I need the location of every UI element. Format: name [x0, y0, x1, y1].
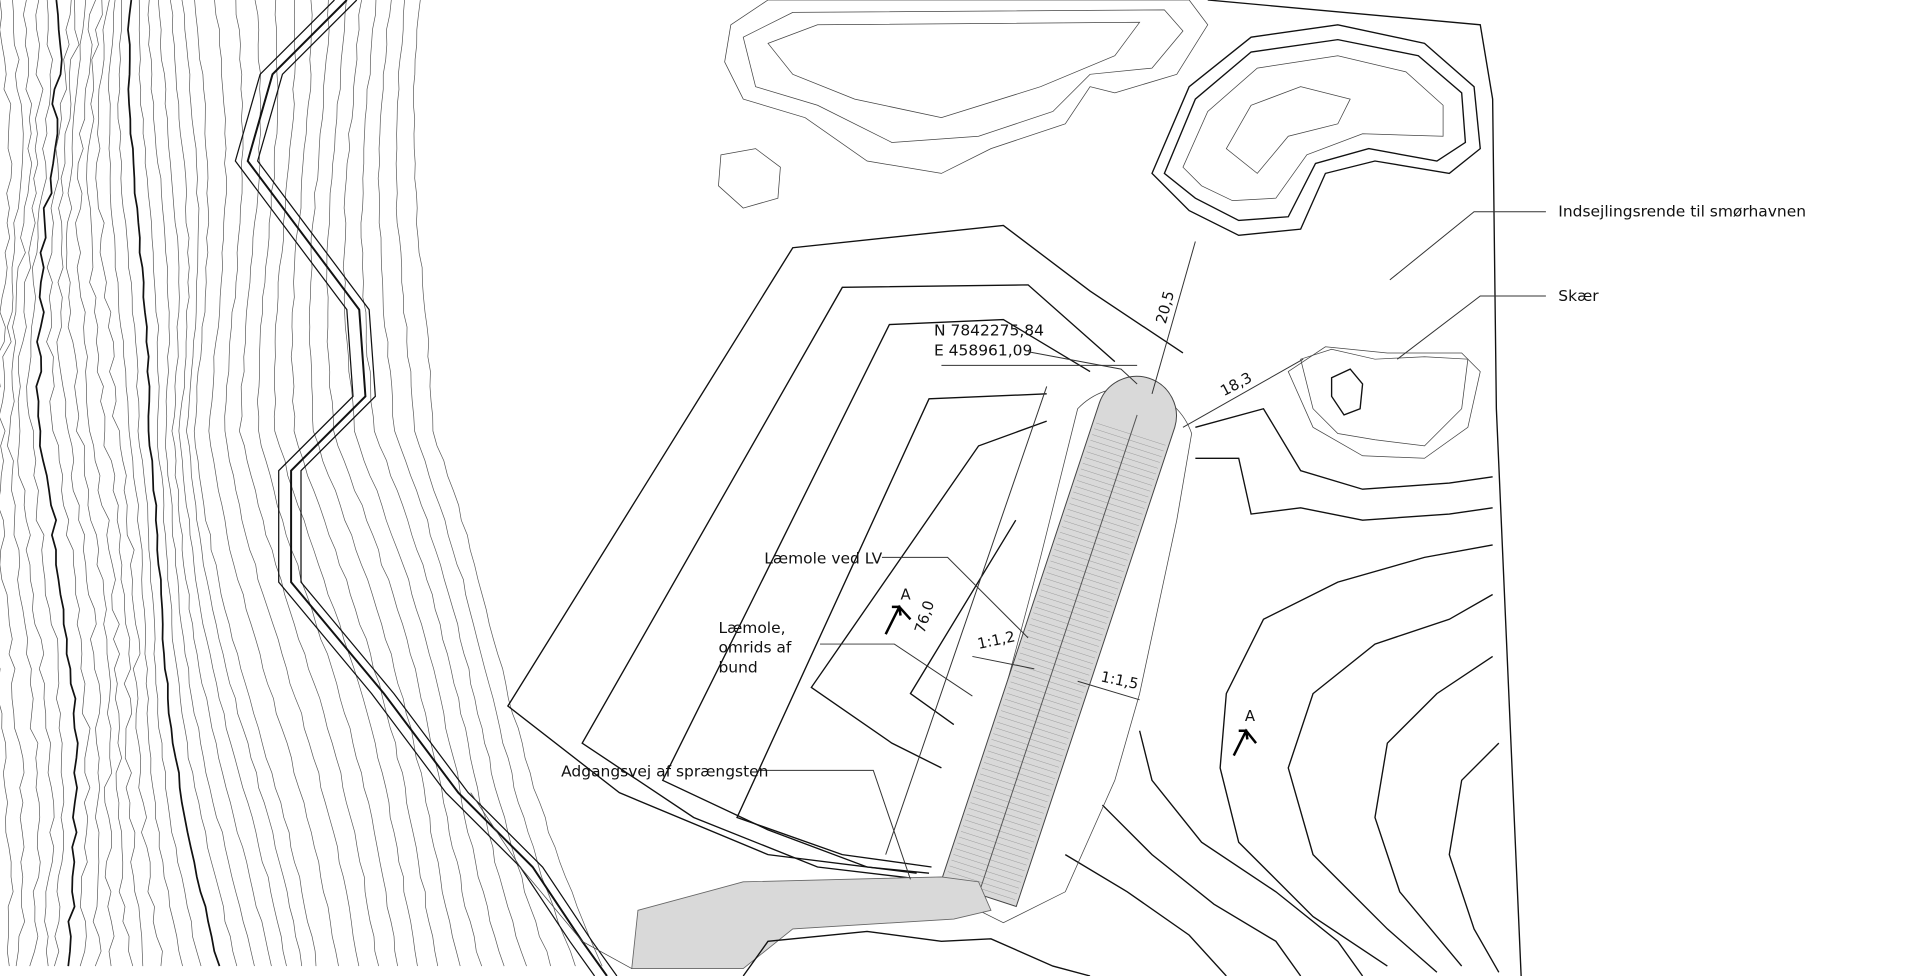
mole-centerline [978, 414, 1138, 895]
terrain-contour [224, 0, 360, 967]
terrain-contour [157, 0, 272, 967]
dimension-reef-gap: 18,3 [1217, 368, 1255, 399]
terrain-contour [108, 0, 183, 967]
section-marker-a-left: A [884, 585, 912, 635]
terrain-contour [7, 0, 41, 967]
terrain-contour [193, 0, 317, 967]
label-leaders [758, 211, 1546, 880]
section-marker-a-right: A [1232, 707, 1258, 757]
site-boundary [1207, 0, 1522, 976]
label-access-road: Adgangsvej af sprængsten [561, 763, 768, 781]
access-road [631, 876, 992, 970]
terrain-contour [86, 0, 144, 967]
terrain-contour [238, 0, 380, 967]
dimension-lines [885, 241, 1304, 855]
terrain-contour [377, 0, 551, 967]
terrain-contour [290, 0, 439, 967]
coordinate-north: N 7842275,84 [934, 322, 1044, 340]
shore-contour [234, 0, 596, 976]
terrain-contour [395, 0, 576, 967]
terrain-contour [308, 0, 461, 967]
terrain-contour [0, 0, 14, 967]
terrain-contour [66, 0, 115, 967]
shore-contour [246, 0, 608, 976]
terrain-contour [169, 0, 287, 967]
dimension-mole-length: 76,0 [911, 598, 938, 635]
svg-text:A: A [901, 585, 912, 603]
island-right [1151, 24, 1481, 237]
terrain-contour [181, 0, 303, 967]
terrain-contour [273, 0, 418, 967]
terrain-contour [46, 0, 91, 967]
basin-contours [506, 224, 1184, 881]
terrain-contours-left [0, 0, 618, 976]
terrain-contour [360, 0, 527, 967]
terrain-contour [26, 0, 65, 967]
label-mole-outline-line3: bund [718, 659, 757, 677]
label-mole-outline-line2: omrids af [718, 639, 791, 657]
terrain-contour [138, 0, 238, 967]
terrain-contour [127, 0, 221, 967]
terrain-contour [147, 0, 255, 967]
terrain-contour [342, 0, 505, 967]
shore-contour [256, 0, 618, 976]
label-mole-lv: Læmole ved LV [764, 550, 882, 568]
svg-text:A: A [1245, 707, 1256, 725]
terrain-contour [56, 0, 102, 967]
label-channel: Indsejlingsrende til smørhavnen [1558, 203, 1806, 221]
terrain-contour [95, 0, 163, 967]
terrain-contour [17, 0, 55, 967]
label-reef: Skær [1558, 287, 1599, 305]
terrain-contour [35, 0, 79, 967]
terrain-contour [208, 0, 339, 967]
coordinate-east: E 458961,09 [934, 341, 1032, 359]
right-contours [1064, 407, 1500, 976]
label-mole-outline-line1: Læmole, [718, 619, 785, 637]
terrain-contour [75, 0, 134, 967]
terrain-contour [117, 0, 202, 967]
terrain-contour [413, 0, 603, 967]
island-top [718, 0, 1209, 209]
dimension-channel-gap: 20,5 [1152, 289, 1178, 326]
terrain-contour [0, 0, 26, 967]
reef-outline [1287, 346, 1481, 459]
slope-left: 1:1,2 [976, 627, 1017, 653]
terrain-contour [326, 0, 483, 967]
terrain-contour [257, 0, 398, 967]
